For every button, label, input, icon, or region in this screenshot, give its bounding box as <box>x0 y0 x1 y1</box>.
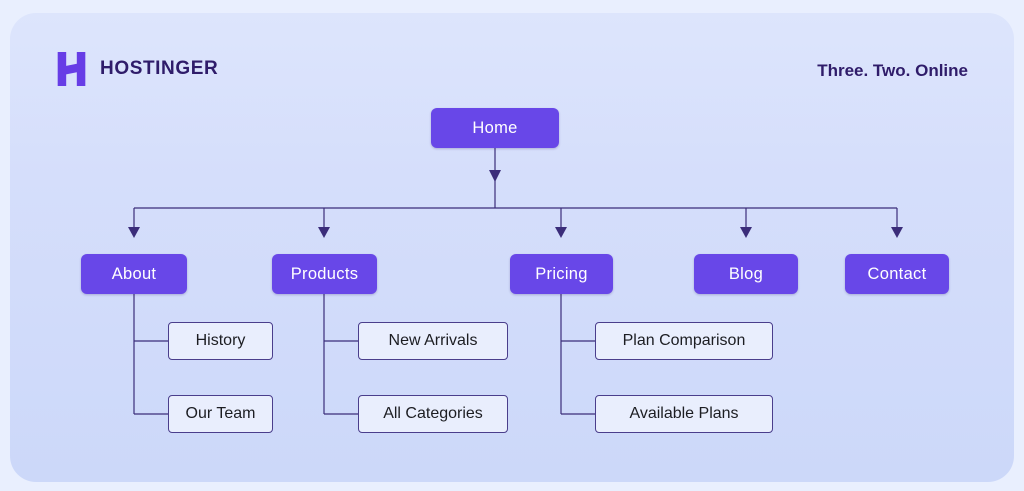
brand-header: HOSTINGER <box>55 52 218 86</box>
sitemap-node-available-plans: Available Plans <box>595 395 773 433</box>
sitemap-node-all-categories: All Categories <box>358 395 508 433</box>
sitemap-node-blog: Blog <box>694 254 798 294</box>
sitemap-node-history: History <box>168 322 273 360</box>
sitemap-node-home: Home <box>431 108 559 148</box>
sitemap-node-about: About <box>81 254 187 294</box>
brand-tagline: Three. Two. Online <box>817 61 968 80</box>
sitemap-node-plan-comparison: Plan Comparison <box>595 322 773 360</box>
brand-name: HOSTINGER <box>100 58 219 79</box>
sitemap-node-products: Products <box>272 254 377 294</box>
hostinger-logo-icon <box>55 52 88 86</box>
sitemap-node-new-arrivals: New Arrivals <box>358 322 508 360</box>
sitemap-node-pricing: Pricing <box>510 254 613 294</box>
sitemap-node-our-team: Our Team <box>168 395 273 433</box>
sitemap-node-contact: Contact <box>845 254 949 294</box>
